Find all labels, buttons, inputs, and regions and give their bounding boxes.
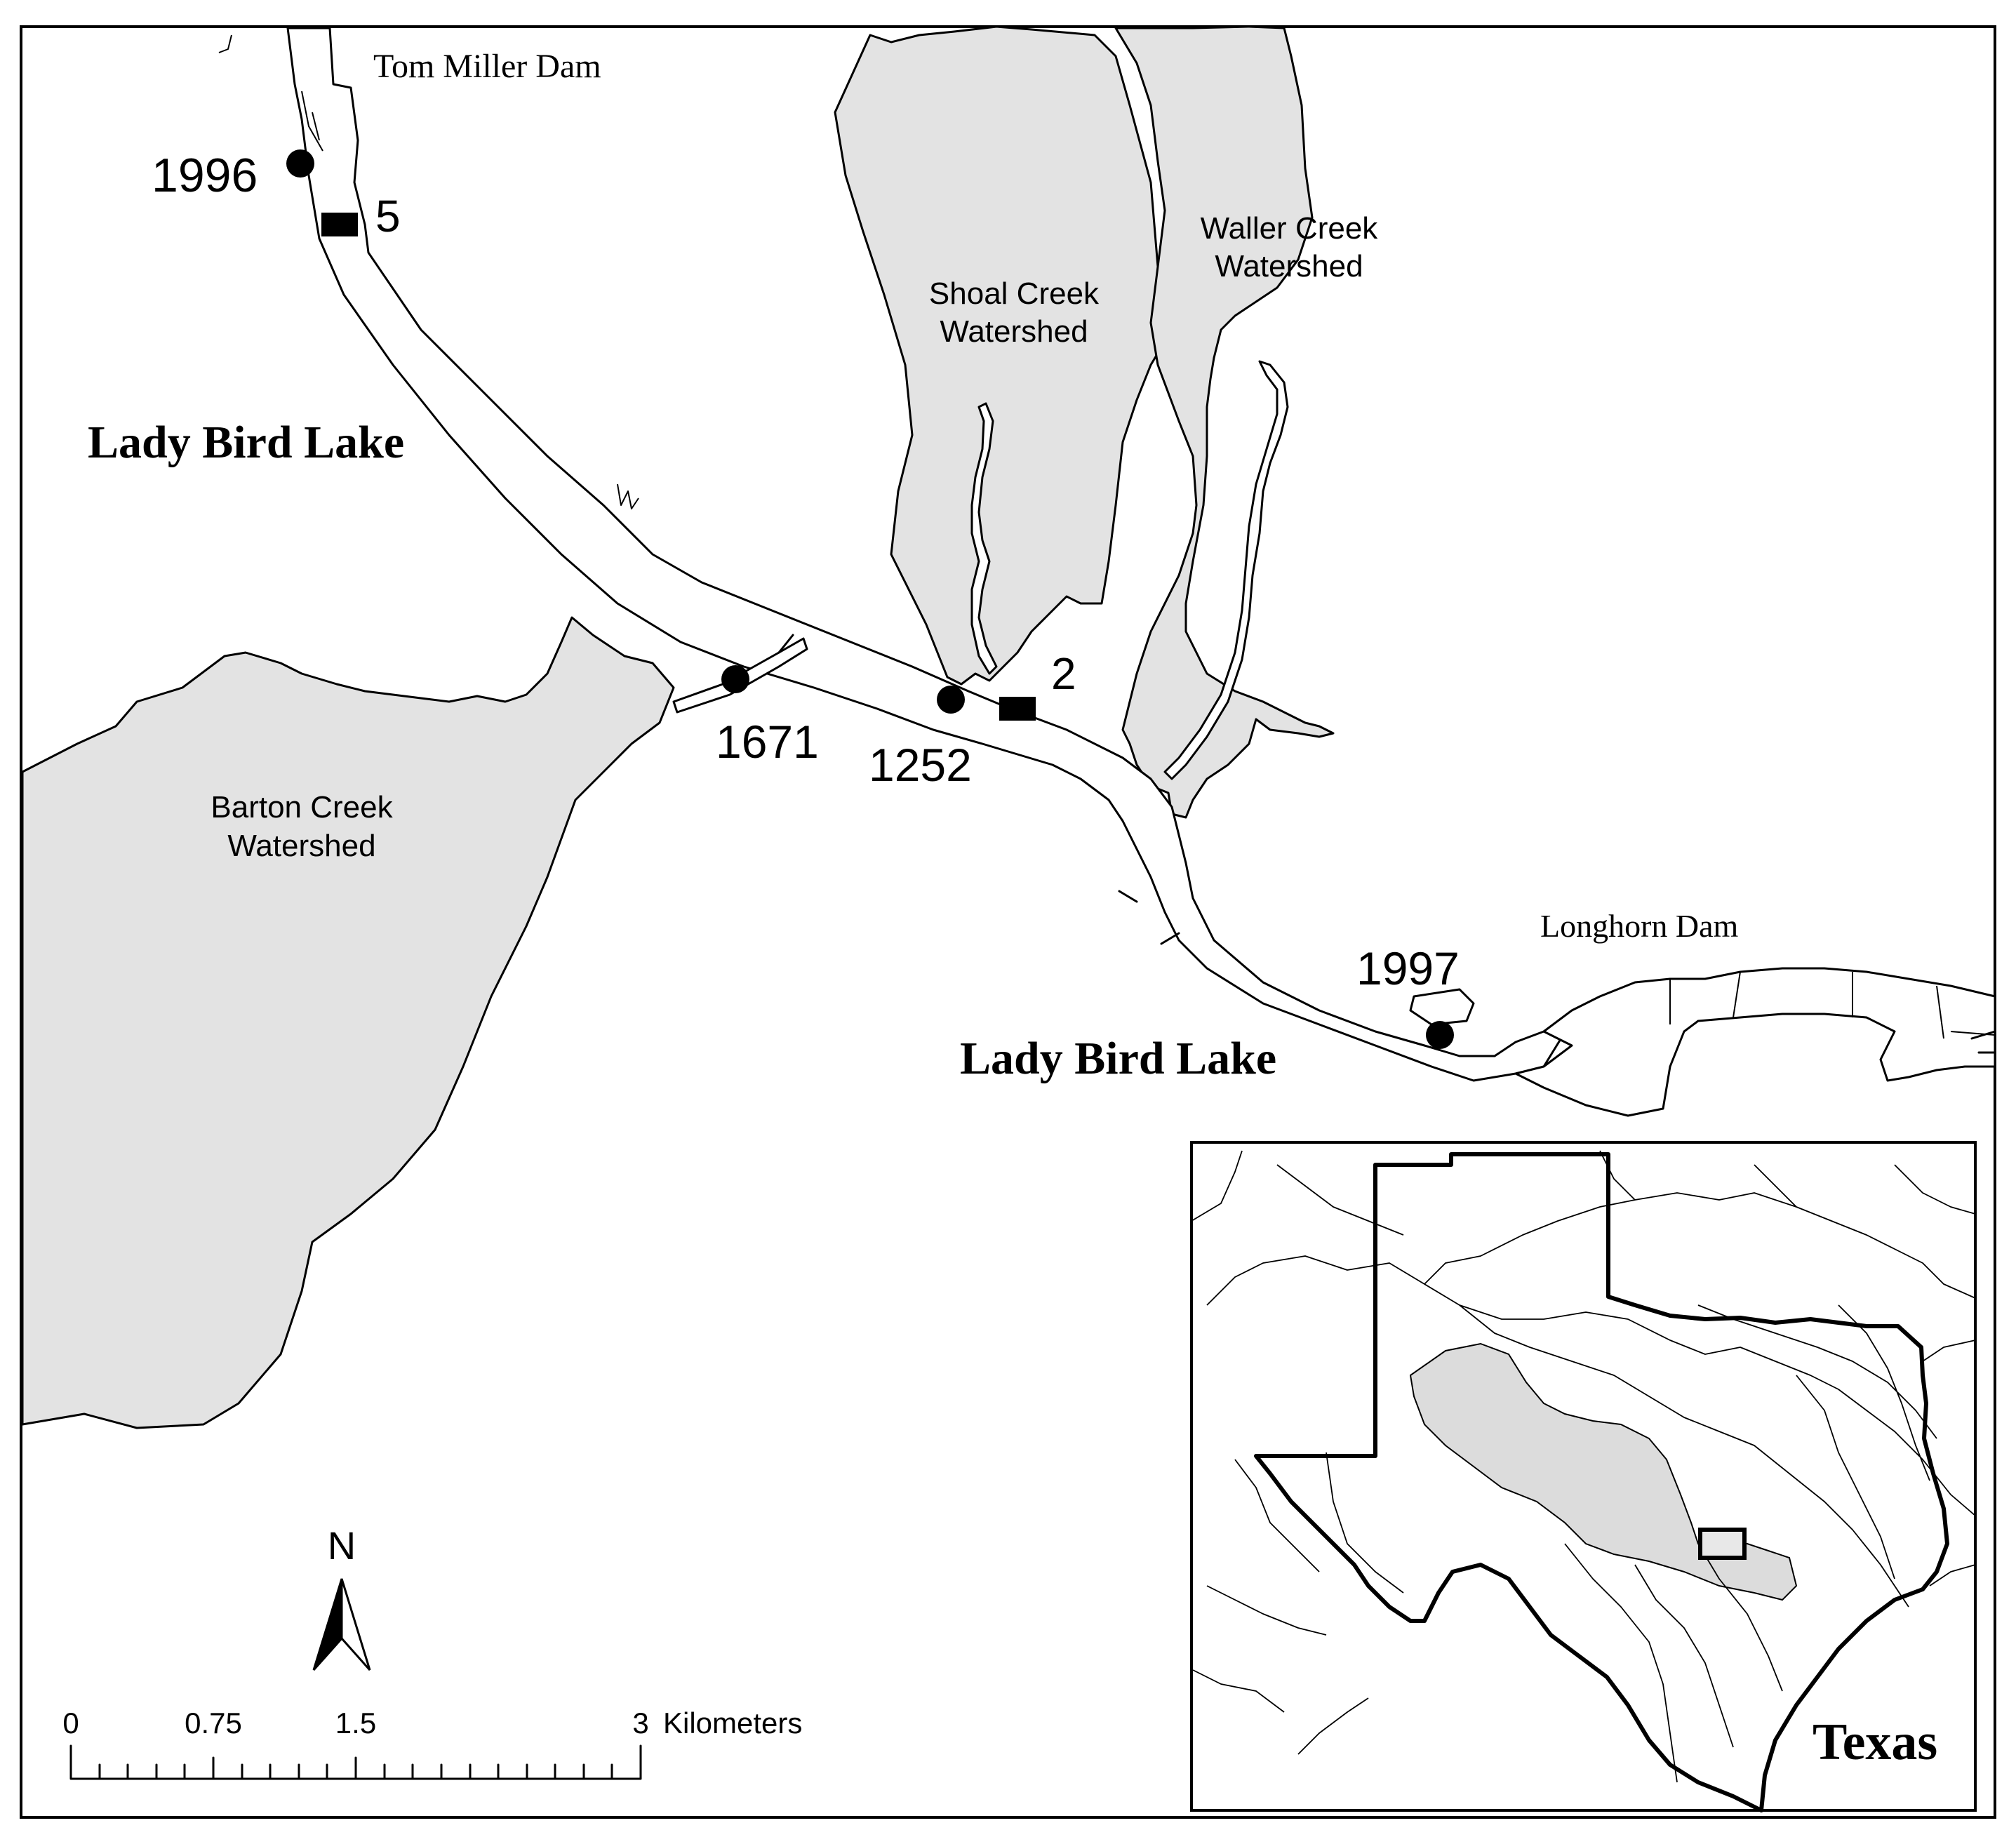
scale-unit-label: Kilometers xyxy=(663,1707,802,1739)
shoal-creek-label-line2: Watershed xyxy=(940,314,1088,349)
shoal-creek-label-line1: Shoal Creek xyxy=(929,276,1100,311)
longhorn-dam-label: Longhorn Dam xyxy=(1540,908,1739,944)
tom-miller-dam-label: Tom Miller Dam xyxy=(373,48,601,85)
site-5-label: 5 xyxy=(375,191,401,241)
inset-texas-label: Texas xyxy=(1813,1714,1937,1771)
site-2-label: 2 xyxy=(1051,648,1076,699)
site-1996-marker[interactable] xyxy=(286,149,314,178)
site-1997-label: 1997 xyxy=(1356,942,1460,994)
tributary-stubs xyxy=(1118,890,1996,1054)
north-arrow-right-half xyxy=(340,1578,371,1671)
inset-rivers xyxy=(1191,1150,1976,1783)
scale-tick-3: 3 xyxy=(632,1707,648,1739)
inset-colorado-basin xyxy=(1409,1342,1798,1601)
longhorn-dam-cove xyxy=(1409,988,1475,1026)
site-1252-marker[interactable] xyxy=(937,686,965,714)
north-arrow-left-half xyxy=(312,1578,343,1671)
north-arrow: N xyxy=(312,1523,371,1671)
barton-junction-line xyxy=(777,634,794,654)
shoal-creek-stream xyxy=(970,402,998,675)
shoal-creek-watershed xyxy=(834,25,1173,686)
scale-bar-line xyxy=(69,1744,642,1780)
inset-study-area-box xyxy=(1698,1528,1747,1560)
waller-creek-watershed xyxy=(1114,25,1335,819)
site-2-marker[interactable] xyxy=(999,697,1036,721)
downstream-lines xyxy=(1669,971,1996,1039)
site-1997-marker[interactable] xyxy=(1426,1021,1454,1049)
site-1252-label: 1252 xyxy=(869,739,972,791)
site-1671-marker[interactable] xyxy=(721,665,749,693)
barton-creek-label-line1: Barton Creek xyxy=(211,790,393,824)
lady-bird-lake-label-top: Lady Bird Lake xyxy=(88,417,404,468)
downstream-channel xyxy=(1514,967,1996,1117)
barton-creek-watershed xyxy=(21,616,675,1429)
site-5-marker[interactable] xyxy=(321,213,358,236)
barton-creek-label-line2: Watershed xyxy=(227,829,375,863)
lady-bird-lake-label-bottom: Lady Bird Lake xyxy=(960,1033,1276,1084)
scale-tick-075: 0.75 xyxy=(185,1707,242,1739)
scale-bar: 0 0.75 1.5 3 Kilometers xyxy=(62,1707,802,1780)
inset-texas-outline xyxy=(1254,1152,1949,1812)
shoreline-detail xyxy=(218,34,639,509)
site-1996-label: 1996 xyxy=(152,149,258,202)
scale-tick-15: 1.5 xyxy=(335,1707,376,1739)
texas-inset-map: Texas xyxy=(1190,1141,1977,1812)
waller-creek-label-line2: Watershed xyxy=(1215,249,1363,283)
site-1671-label: 1671 xyxy=(716,716,819,768)
waller-creek-stream xyxy=(1163,360,1289,780)
scale-tick-0: 0 xyxy=(62,1707,79,1739)
waller-creek-label-line1: Waller Creek xyxy=(1201,211,1379,246)
north-label: N xyxy=(328,1523,356,1568)
